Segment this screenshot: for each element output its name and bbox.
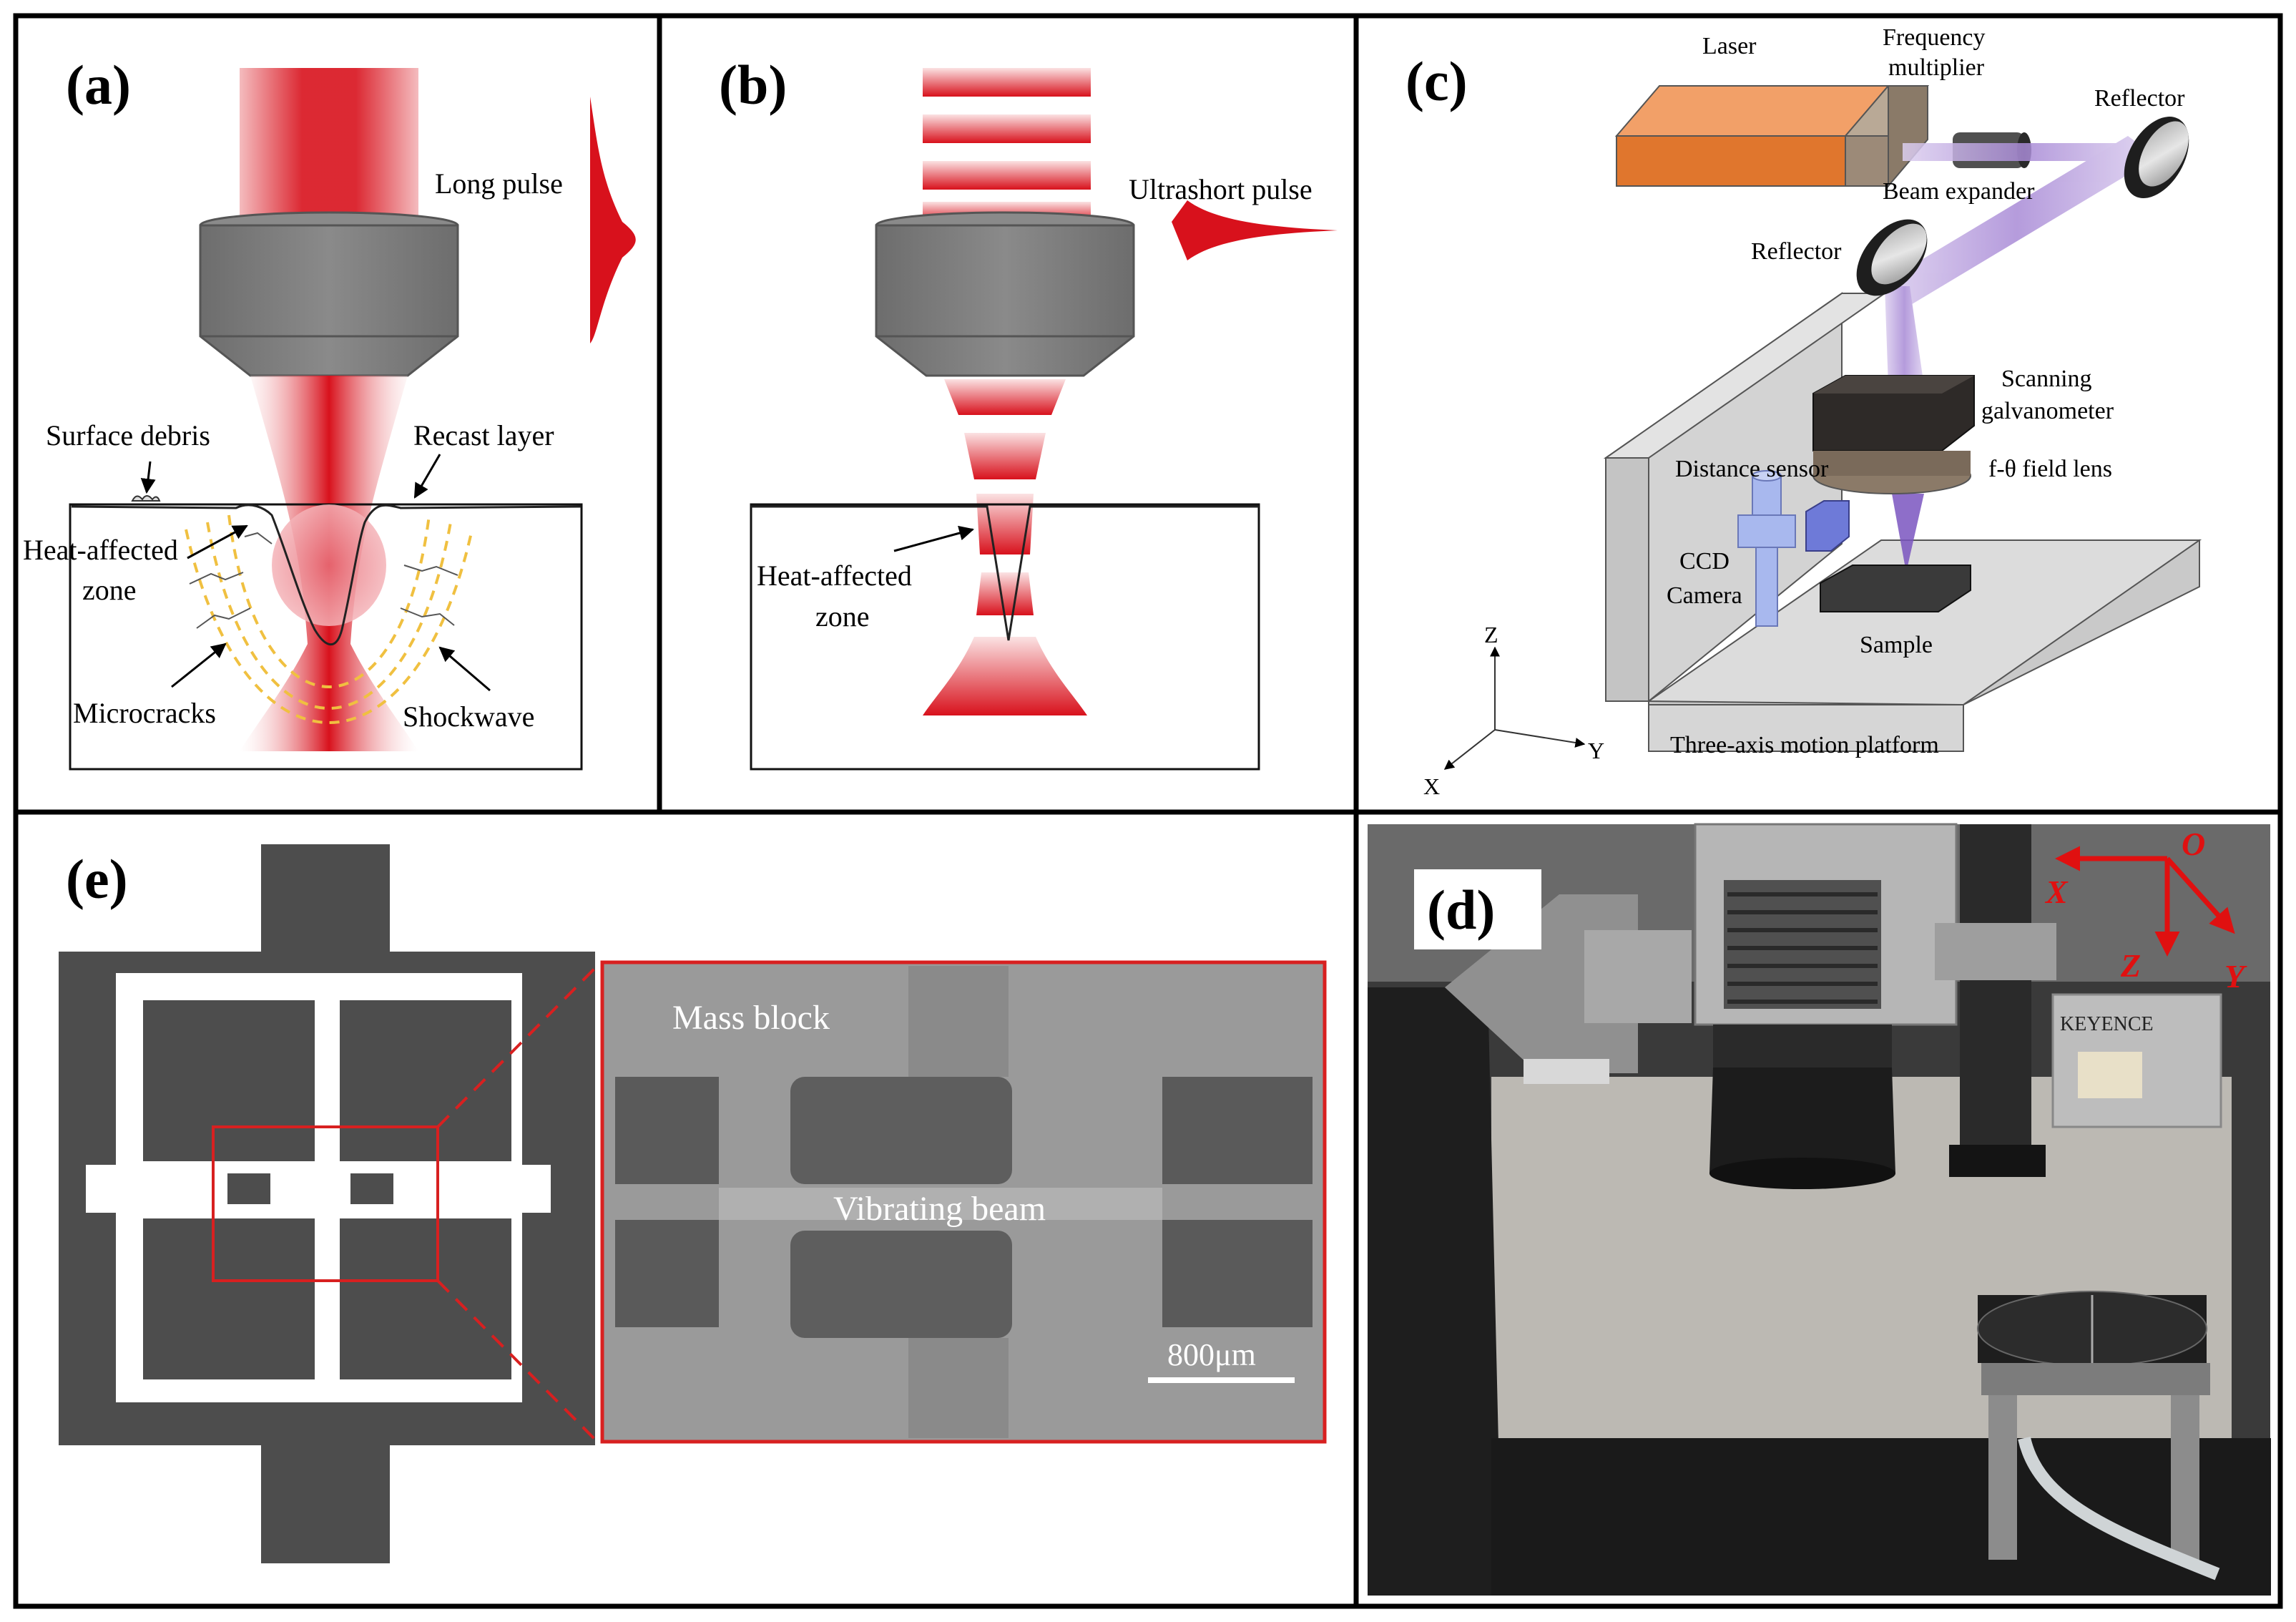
axis-x-label-c: X [1423, 773, 1440, 799]
sample-holder [1977, 1291, 2220, 1581]
scanning-label-1: Scanning [2001, 366, 2092, 392]
incident-beam [240, 68, 418, 225]
panel-label-d: (d) [1427, 879, 1495, 941]
distance-sensor [1805, 500, 1850, 552]
zoom-lines [436, 961, 602, 1447]
left-mechanism [1445, 894, 1692, 1084]
microcracks-label: Microcracks [73, 697, 216, 729]
heat-affected-label-a2: zone [82, 574, 137, 606]
platform-label: Three-axis motion platform [1670, 732, 1939, 758]
focused-pulses [923, 379, 1087, 715]
frequency-label-1: Frequency [1883, 24, 1986, 51]
ccd-camera [1737, 470, 1796, 627]
scanning-label-2: galvanometer [1981, 398, 2114, 424]
photo-axes [2055, 846, 2235, 957]
keyence-sensor: KEYENCE [2051, 993, 2222, 1128]
heat-affected-label-b2: zone [815, 600, 870, 632]
ccd-label-2: Camera [1667, 582, 1742, 609]
scanning-galvanometer [1812, 375, 1975, 451]
axis-z-label-c: Z [1484, 622, 1498, 648]
sample-block [1820, 565, 1971, 612]
panel-a: (a) Long pulse Surface debris Recast lay… [23, 54, 636, 771]
axis-x-label-d: X [2044, 874, 2069, 910]
pulse-train [923, 68, 1091, 223]
panel-label-a: (a) [66, 54, 131, 116]
objective-lens [199, 211, 459, 377]
scale-bar-label: 800μm [1167, 1337, 1256, 1372]
violet-beam [1878, 136, 2157, 572]
callout-arrows-a [140, 454, 491, 692]
crater-b [751, 505, 1259, 641]
surface-debris-label: Surface debris [46, 419, 210, 451]
laser-label: Laser [1702, 33, 1757, 59]
camera-tube [1935, 824, 2056, 1177]
frequency-label-2: multiplier [1888, 54, 1985, 81]
mems-layout [59, 844, 595, 1563]
microcracks-lines [189, 532, 458, 629]
reflector-top [2124, 117, 2189, 198]
reflector-mid-label: Reflector [1751, 238, 1842, 265]
crater-profile [71, 504, 582, 646]
ccd-label-1: CCD [1679, 548, 1730, 575]
panel-label-e: (e) [66, 848, 128, 910]
panel-label-b: (b) [719, 54, 787, 116]
reflector-middle [1856, 219, 1928, 296]
scan-head [1694, 823, 1958, 1189]
axis-z-label-d: Z [2120, 947, 2141, 984]
workpiece-b [750, 503, 1260, 771]
long-pulse-label: Long pulse [435, 167, 563, 200]
panel-label-d-box [1414, 869, 1541, 949]
ultrashort-pulse-label: Ultrashort pulse [1129, 173, 1313, 205]
keyence-brand: KEYENCE [2060, 1013, 2154, 1035]
long-pulse-profile [590, 97, 636, 343]
distance-sensor-label: Distance sensor [1675, 456, 1829, 482]
panel-e: (e) Mass block Vibrating beam 800μm [59, 844, 1327, 1563]
panel-label-c: (c) [1405, 50, 1468, 112]
panel-d: KEYENCE (d) O X Z Y [1368, 823, 2271, 1596]
surface-debris [131, 495, 161, 502]
heat-affected-label-a1: Heat-affected [23, 534, 178, 566]
shockwave-label: Shockwave [403, 700, 534, 733]
shockwave-arcs [185, 514, 474, 725]
heat-affected-label-b1: Heat-affected [757, 560, 912, 592]
micrograph-frame [600, 960, 1327, 1444]
workpiece [69, 503, 583, 771]
axis-o-label-d: O [2182, 826, 2205, 862]
recast-layer-label: Recast layer [413, 419, 554, 451]
objective-lens-b [875, 211, 1135, 377]
panel-b: (b) Ultrashort pulse Heat-affected zone [719, 54, 1338, 771]
micrograph [602, 962, 1325, 1442]
reflector-top-label: Reflector [2094, 85, 2185, 112]
sample-label: Sample [1860, 632, 1933, 658]
beam-expander-label: Beam expander [1883, 178, 2035, 205]
field-lens-label: f-θ field lens [1988, 456, 2112, 482]
axis-y-label-d: Y [2224, 958, 2247, 995]
axis-y-label-c: Y [1588, 738, 1604, 763]
ultrashort-pulse-profile [1172, 200, 1338, 260]
laser-unit [1614, 85, 1930, 188]
callout-arrow-b [893, 525, 975, 552]
panel-c: (c) Laser Frequency multiplier Reflector… [1405, 24, 2202, 799]
three-axis-platform [1646, 539, 2202, 752]
coordinate-axes [1443, 646, 1586, 770]
zoom-box [212, 1125, 439, 1282]
mass-block-label: Mass block [672, 999, 830, 1037]
panel-frames [13, 13, 2283, 1609]
vibrating-beam-label: Vibrating beam [833, 1190, 1046, 1228]
